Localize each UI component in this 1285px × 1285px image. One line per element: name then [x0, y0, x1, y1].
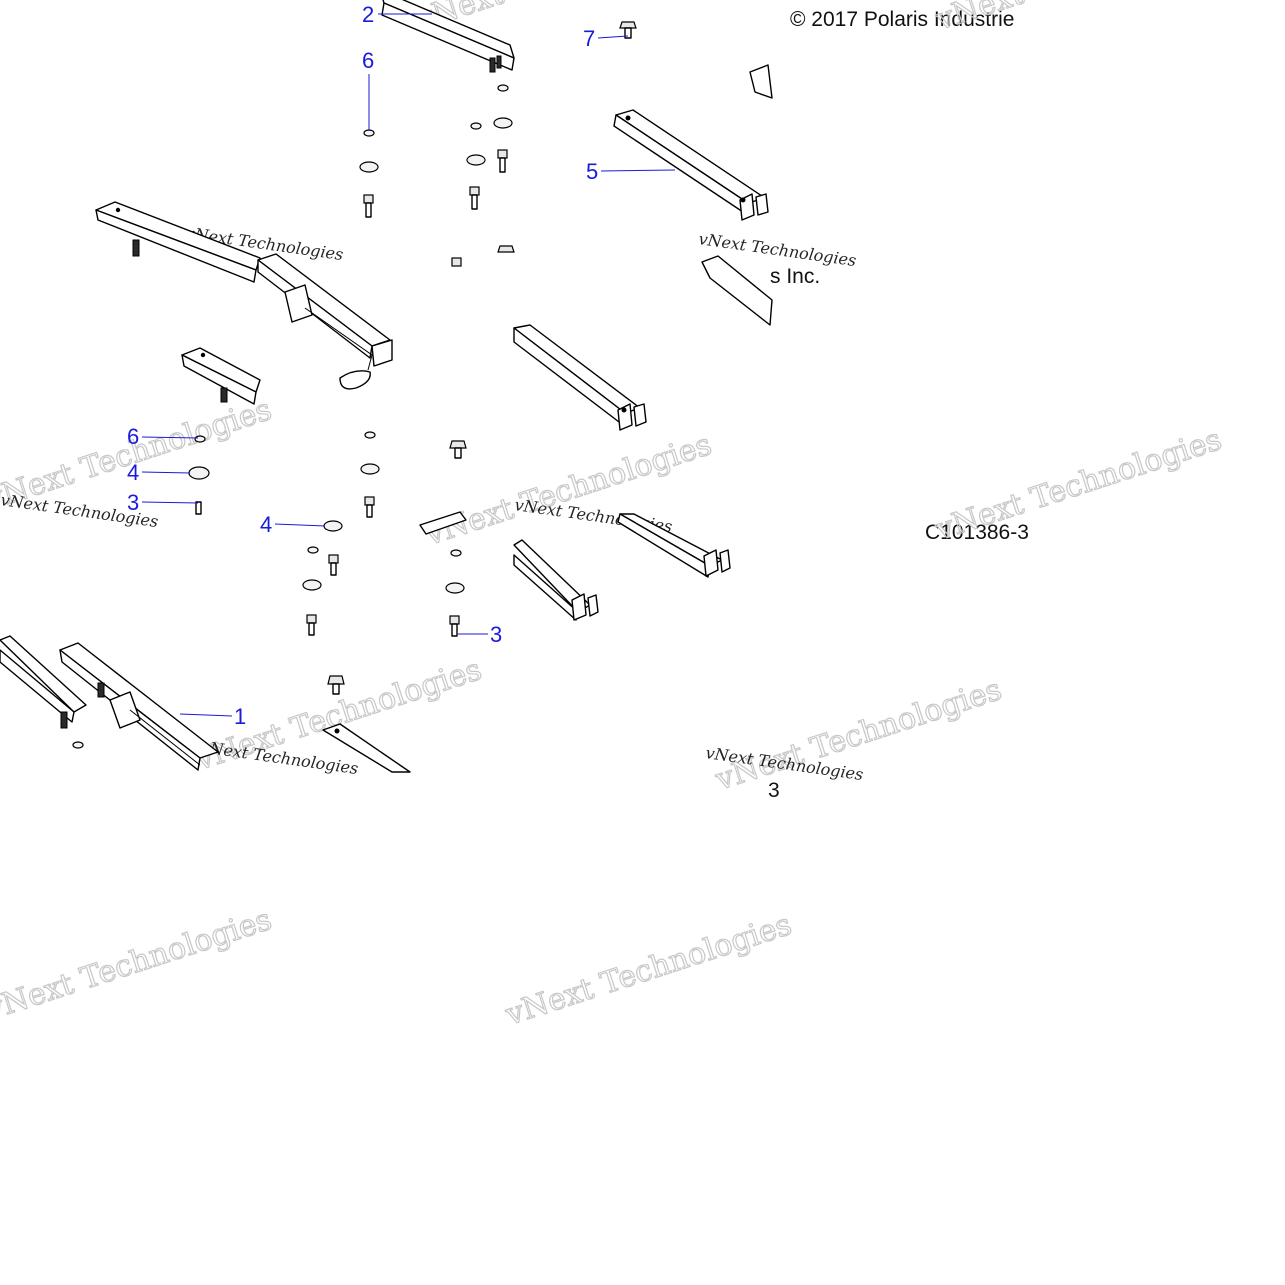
seat-rail-left-middle — [181, 347, 261, 405]
copyright-tail-text: s Inc. — [770, 265, 820, 288]
seat-rail-bottom-stub — [322, 723, 411, 773]
svg-text:vNext Technologies: vNext Technologies — [931, 0, 1226, 38]
callout-4-left: 4 — [127, 460, 191, 485]
svg-text:3: 3 — [127, 490, 139, 515]
callout-5: 5 — [586, 159, 676, 184]
svg-text:4: 4 — [260, 512, 272, 537]
cut-off-callout-fragment: 3 — [768, 779, 780, 802]
callout-3-left: 3 — [127, 490, 199, 515]
fastener-stack-upper — [359, 21, 637, 267]
svg-text:vNext Technologies: vNext Technologies — [0, 902, 276, 1028]
svg-text:vNext Technologies: vNext Technologies — [931, 422, 1226, 548]
svg-text:1: 1 — [234, 704, 246, 729]
callout-6-lower: 6 — [127, 424, 199, 449]
callout-2: 2 — [362, 2, 432, 27]
seat-rail-5 — [613, 64, 773, 221]
seat-rails-lower-right — [513, 513, 731, 621]
svg-text:7: 7 — [583, 26, 595, 51]
seat-rail-with-handle — [257, 253, 393, 390]
seat-rail-left-upper — [95, 201, 261, 283]
callout-1: 1 — [179, 704, 246, 729]
svg-text:4: 4 — [127, 460, 139, 485]
seat-rail-middle-right — [513, 255, 773, 431]
callout-6-upper: 6 — [362, 48, 374, 131]
svg-text:6: 6 — [127, 424, 139, 449]
svg-text:3: 3 — [490, 622, 502, 647]
svg-text:6: 6 — [362, 48, 374, 73]
callout-7: 7 — [583, 26, 629, 51]
callout-4-middle: 4 — [260, 512, 326, 537]
copyright-text: © 2017 Polaris Industrie — [790, 8, 1014, 31]
seat-rail-1 — [0, 635, 219, 771]
svg-text:2: 2 — [362, 2, 374, 27]
callout-3-middle: 3 — [458, 622, 502, 647]
fastener-stack-middle — [188, 431, 467, 695]
svg-text:vNext Technologies: vNext Technologies — [501, 907, 796, 1033]
drawing-number: C101386-3 — [925, 521, 1029, 544]
svg-text:5: 5 — [586, 159, 598, 184]
